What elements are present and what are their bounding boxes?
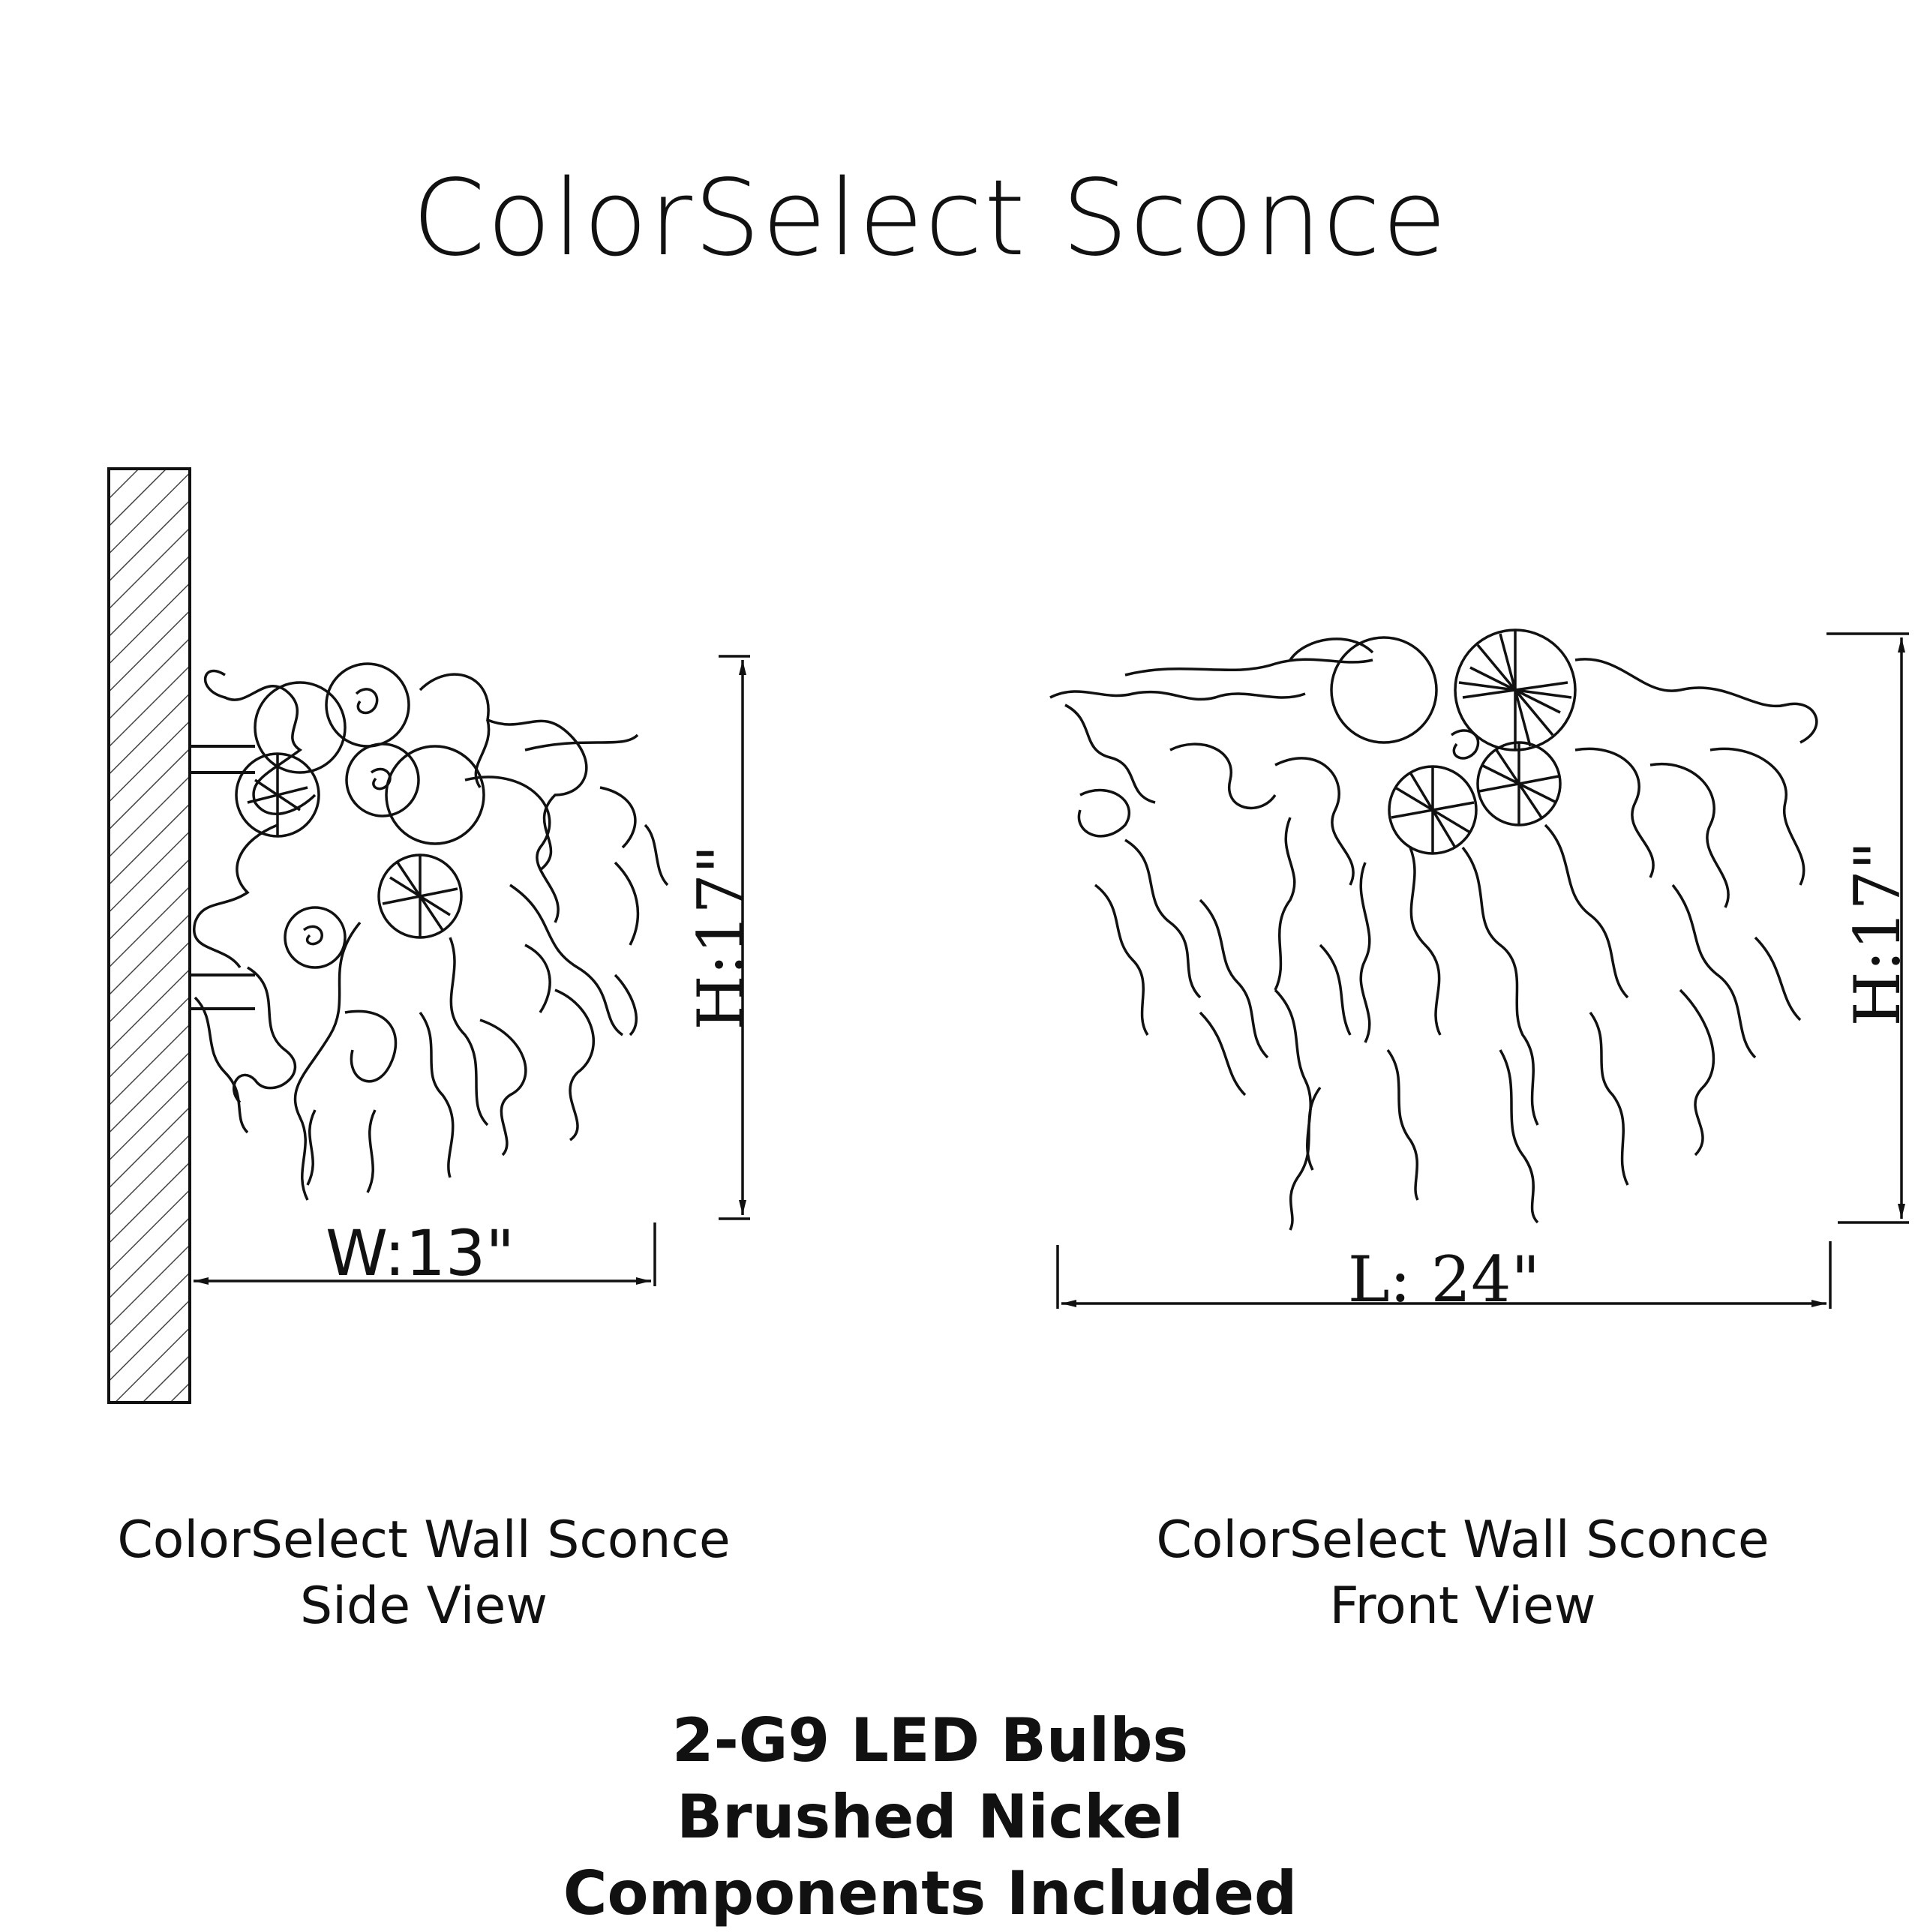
front-length-label: L: 24"	[1348, 1243, 1540, 1316]
front-view-caption: ColorSelect Wall Sconce Front View	[1080, 1508, 1845, 1640]
front-height-label: H:17"	[1841, 841, 1914, 1026]
front-view-drawing: H:17" L: 24"	[1049, 628, 1914, 1316]
side-height-dimension	[719, 655, 750, 1220]
page-title: ColorSelect Sconce	[412, 158, 1448, 280]
wall-hatched	[107, 467, 191, 1404]
side-fixture-glass	[192, 662, 669, 1201]
side-width-dimension	[194, 1222, 656, 1286]
front-height-dimension	[1826, 632, 1909, 1224]
spec-components: Components Included	[563, 1858, 1298, 1928]
side-view-caption-title: ColorSelect Wall Sconce	[117, 1510, 731, 1570]
front-length-dimension	[1056, 1241, 1832, 1309]
side-view-caption: ColorSelect Wall Sconce Side View	[75, 1508, 773, 1640]
front-fixture-glass	[1049, 628, 1818, 1231]
spec-finish: Brushed Nickel	[677, 1782, 1184, 1852]
front-view-caption-subtitle: Front View	[1329, 1576, 1596, 1636]
side-width-label: W:13"	[326, 1216, 515, 1290]
spec-bulbs: 2-G9 LED Bulbs	[671, 1706, 1189, 1775]
spec-list: 2-G9 LED Bulbs Brushed Nickel Components…	[0, 1702, 1860, 1932]
side-view-drawing: H:17" W:13"	[107, 467, 758, 1404]
mounting-arms	[190, 745, 255, 1010]
front-view-caption-title: ColorSelect Wall Sconce	[1156, 1510, 1769, 1570]
side-view-caption-subtitle: Side View	[299, 1576, 548, 1636]
side-height-label: H:17"	[684, 844, 758, 1030]
